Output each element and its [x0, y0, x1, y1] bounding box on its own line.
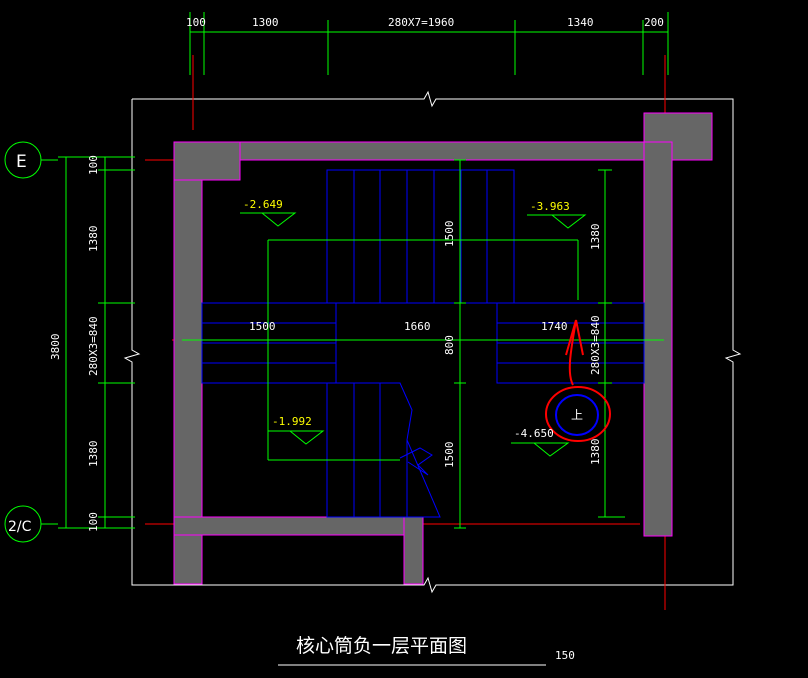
dim-left-100-bottom: 100 [87, 512, 100, 532]
dim-landing-right: 1740 [541, 320, 568, 333]
dim-top-1960: 280X7=1960 [388, 16, 454, 29]
drawing-frame [123, 90, 742, 594]
dim-stair-upper: 1500 [443, 221, 456, 248]
dim-landing-left: 1500 [249, 320, 276, 333]
axis-bubble-2c: 2/C [4, 505, 58, 543]
elevation-markers [240, 212, 587, 457]
elevation-label: -4.650 [514, 427, 554, 440]
dim-top-1300: 1300 [252, 16, 279, 29]
elevation-label: -2.649 [243, 198, 283, 211]
dim-landing-mid: 1660 [404, 320, 431, 333]
dim-left-100-top: 100 [87, 155, 100, 175]
dimension-lines [58, 12, 669, 529]
stair-lines [201, 169, 645, 518]
dim-gap: 800 [443, 335, 456, 355]
elevation-label: -3.963 [530, 200, 570, 213]
dim-top-200: 200 [644, 16, 664, 29]
dim-left-3800: 3800 [49, 334, 62, 361]
axis-bubble-e: E [4, 141, 58, 179]
dim-stair-lower: 1500 [443, 442, 456, 469]
axis-label-2c: 2/C [8, 519, 32, 535]
markup-annotation [545, 319, 611, 442]
drawing-title: 核心筒负一层平面图 [296, 635, 467, 657]
dim-top-100: 100 [186, 16, 206, 29]
dim-left-1380-bottom: 1380 [87, 441, 100, 468]
dim-left-1380-top: 1380 [87, 226, 100, 253]
dim-right-mid: 280X3=840 [589, 315, 602, 375]
dim-right-upper: 1380 [589, 224, 602, 251]
up-label: 上 [571, 408, 583, 422]
axis-label-e: E [16, 152, 27, 172]
up-marker-circle [555, 394, 599, 436]
dim-top-1340: 1340 [567, 16, 594, 29]
dim-right-lower: 1380 [589, 439, 602, 466]
dim-left-840: 280X3=840 [87, 316, 100, 376]
drawing-scale: 150 [555, 649, 575, 662]
elevation-label: -1.992 [272, 415, 312, 428]
